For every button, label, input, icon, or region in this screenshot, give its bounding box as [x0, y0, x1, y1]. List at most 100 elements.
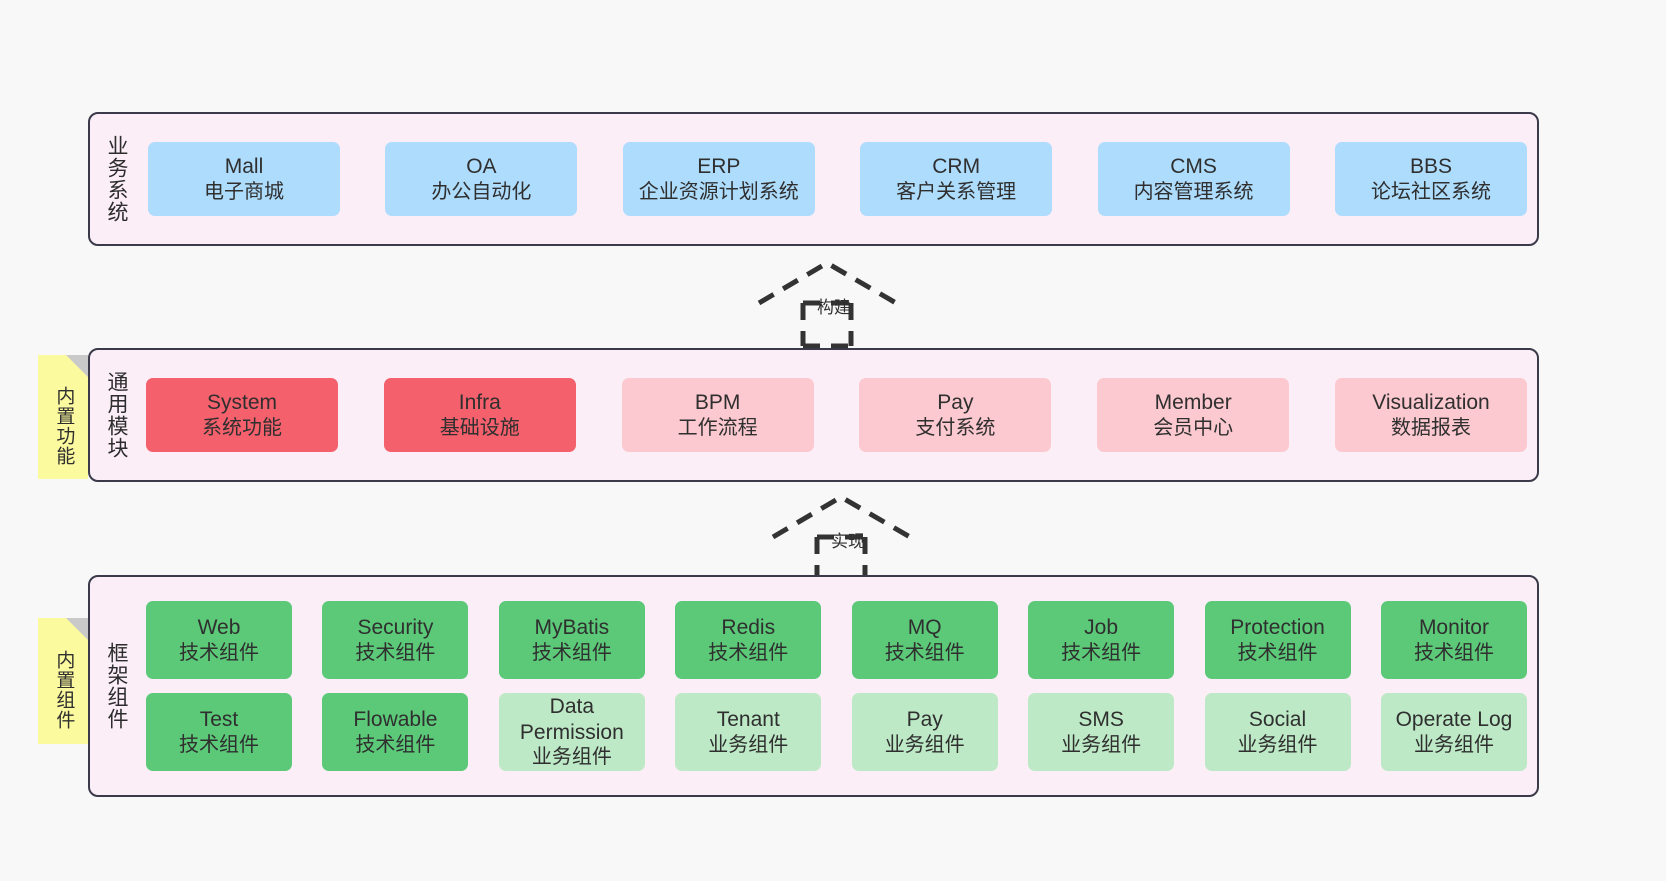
page-fold-icon — [66, 355, 88, 377]
node-data-permission[interactable]: Data Permission 业务组件 — [498, 693, 645, 771]
layer-modules-items: System 系统功能 Infra 基础设施 BPM 工作流程 Pay 支付系统… — [142, 350, 1537, 480]
node-subtitle: 系统功能 — [202, 416, 282, 439]
sticky-note-builtin-component: 内置组件 — [38, 618, 88, 744]
node-subtitle: 支付系统 — [915, 416, 996, 439]
node-mybatis[interactable]: MyBatis 技术组件 — [498, 601, 645, 679]
node-title: Flowable — [353, 708, 438, 731]
node-subtitle: 业务组件 — [884, 733, 965, 756]
connector-build: 构建 — [755, 258, 900, 349]
node-title: Pay — [937, 391, 974, 414]
node-mq[interactable]: MQ 技术组件 — [851, 601, 998, 679]
node-subtitle: 电子商城 — [204, 180, 284, 203]
node-redis[interactable]: Redis 技术组件 — [675, 601, 822, 679]
node-title: System — [206, 391, 277, 414]
node-title: BPM — [694, 391, 741, 414]
node-social[interactable]: Social 业务组件 — [1204, 693, 1351, 771]
node-subtitle: 技术组件 — [708, 641, 789, 664]
node-subtitle: 办公自动化 — [431, 180, 532, 203]
layer-business-systems: 业务系统 Mall 电子商城 OA 办公自动化 ERP 企业资源计划系统 CRM… — [88, 112, 1539, 246]
node-subtitle: 技术组件 — [179, 641, 259, 664]
node-bbs[interactable]: BBS 论坛社区系统 — [1334, 142, 1527, 216]
node-visualization[interactable]: Visualization 数据报表 — [1334, 378, 1527, 452]
node-operate-log[interactable]: Operate Log 业务组件 — [1380, 693, 1527, 771]
node-member[interactable]: Member 会员中心 — [1097, 378, 1290, 452]
layer-framework-items: Web 技术组件 Security 技术组件 MyBatis 技术组件 Redi… — [142, 577, 1537, 795]
node-title: Protection — [1230, 616, 1325, 639]
node-subtitle: 技术组件 — [884, 641, 965, 664]
layer-modules-label: 通用模块 — [104, 371, 128, 459]
node-title: Visualization — [1372, 391, 1490, 414]
node-pay-component[interactable]: Pay 业务组件 — [851, 693, 998, 771]
node-title: SMS — [1078, 708, 1124, 731]
node-title: Infra — [458, 391, 501, 414]
node-title: Redis — [721, 616, 776, 639]
node-subtitle: 工作流程 — [677, 416, 758, 439]
node-subtitle: 技术组件 — [355, 641, 436, 664]
node-job[interactable]: Job 技术组件 — [1028, 601, 1175, 679]
node-subtitle: 会员中心 — [1153, 416, 1234, 439]
node-title: MyBatis — [534, 616, 610, 639]
layer-business-items: Mall 电子商城 OA 办公自动化 ERP 企业资源计划系统 CRM 客户关系… — [142, 114, 1537, 244]
layer-framework-components: 框架组件 Web 技术组件 Security 技术组件 MyBatis 技术组件… — [88, 575, 1539, 797]
node-title: Operate Log — [1395, 708, 1513, 731]
node-subtitle: 内容管理系统 — [1133, 180, 1254, 203]
node-title: MQ — [907, 616, 942, 639]
node-cms[interactable]: CMS 内容管理系统 — [1097, 142, 1290, 216]
node-subtitle: 业务组件 — [708, 733, 789, 756]
connector-implement: 实现 — [769, 492, 914, 583]
node-subtitle: 技术组件 — [179, 733, 259, 756]
framework-row-tech: Web 技术组件 Security 技术组件 MyBatis 技术组件 Redi… — [146, 601, 1527, 679]
node-title: Web — [197, 616, 241, 639]
node-subtitle: 技术组件 — [1061, 641, 1142, 664]
node-title: Data Permission — [519, 695, 624, 744]
node-title: Member — [1154, 391, 1232, 414]
node-subtitle: 客户关系管理 — [896, 180, 1017, 203]
connector-build-label: 构建 — [817, 298, 851, 317]
node-title: CMS — [1170, 155, 1217, 178]
node-title: OA — [466, 155, 497, 178]
node-title: Tenant — [716, 708, 780, 731]
node-title: Job — [1084, 616, 1119, 639]
node-subtitle: 论坛社区系统 — [1370, 180, 1491, 203]
node-subtitle: 业务组件 — [531, 746, 612, 769]
node-oa[interactable]: OA 办公自动化 — [385, 142, 578, 216]
node-subtitle: 业务组件 — [1237, 733, 1318, 756]
node-erp[interactable]: ERP 企业资源计划系统 — [622, 142, 815, 216]
layer-framework-label: 框架组件 — [104, 642, 128, 730]
node-bpm[interactable]: BPM 工作流程 — [621, 378, 814, 452]
node-title: ERP — [697, 155, 741, 178]
node-security[interactable]: Security 技术组件 — [322, 601, 469, 679]
node-subtitle: 技术组件 — [531, 641, 612, 664]
node-web[interactable]: Web 技术组件 — [146, 601, 292, 679]
node-protection[interactable]: Protection 技术组件 — [1204, 601, 1351, 679]
node-tenant[interactable]: Tenant 业务组件 — [675, 693, 822, 771]
sticky-note-label: 内置组件 — [53, 650, 75, 730]
node-title: CRM — [932, 155, 981, 178]
node-title: Test — [199, 708, 239, 731]
sticky-note-builtin-function: 内置功能 — [38, 355, 88, 479]
node-sms[interactable]: SMS 业务组件 — [1028, 693, 1175, 771]
node-pay-module[interactable]: Pay 支付系统 — [859, 378, 1052, 452]
node-infra[interactable]: Infra 基础设施 — [383, 378, 576, 452]
node-subtitle: 企业资源计划系统 — [638, 180, 799, 203]
node-flowable[interactable]: Flowable 技术组件 — [322, 693, 469, 771]
node-subtitle: 业务组件 — [1413, 733, 1494, 756]
sticky-note-label: 内置功能 — [53, 386, 75, 466]
page-fold-icon — [66, 618, 88, 640]
framework-row-biz: Test 技术组件 Flowable 技术组件 Data Permission … — [146, 693, 1527, 771]
node-test[interactable]: Test 技术组件 — [146, 693, 292, 771]
node-title: BBS — [1409, 155, 1452, 178]
node-title: Monitor — [1418, 616, 1489, 639]
node-title: Social — [1248, 708, 1307, 731]
node-title: Mall — [224, 155, 264, 178]
connector-implement-label: 实现 — [831, 532, 865, 551]
node-subtitle: 业务组件 — [1061, 733, 1142, 756]
layer-common-modules: 通用模块 System 系统功能 Infra 基础设施 BPM 工作流程 Pay… — [88, 348, 1539, 482]
layer-business-label: 业务系统 — [104, 135, 128, 223]
node-subtitle: 技术组件 — [355, 733, 436, 756]
node-mall[interactable]: Mall 电子商城 — [148, 142, 340, 216]
node-system[interactable]: System 系统功能 — [146, 378, 338, 452]
node-subtitle: 基础设施 — [439, 416, 520, 439]
node-crm[interactable]: CRM 客户关系管理 — [860, 142, 1053, 216]
node-monitor[interactable]: Monitor 技术组件 — [1380, 601, 1527, 679]
